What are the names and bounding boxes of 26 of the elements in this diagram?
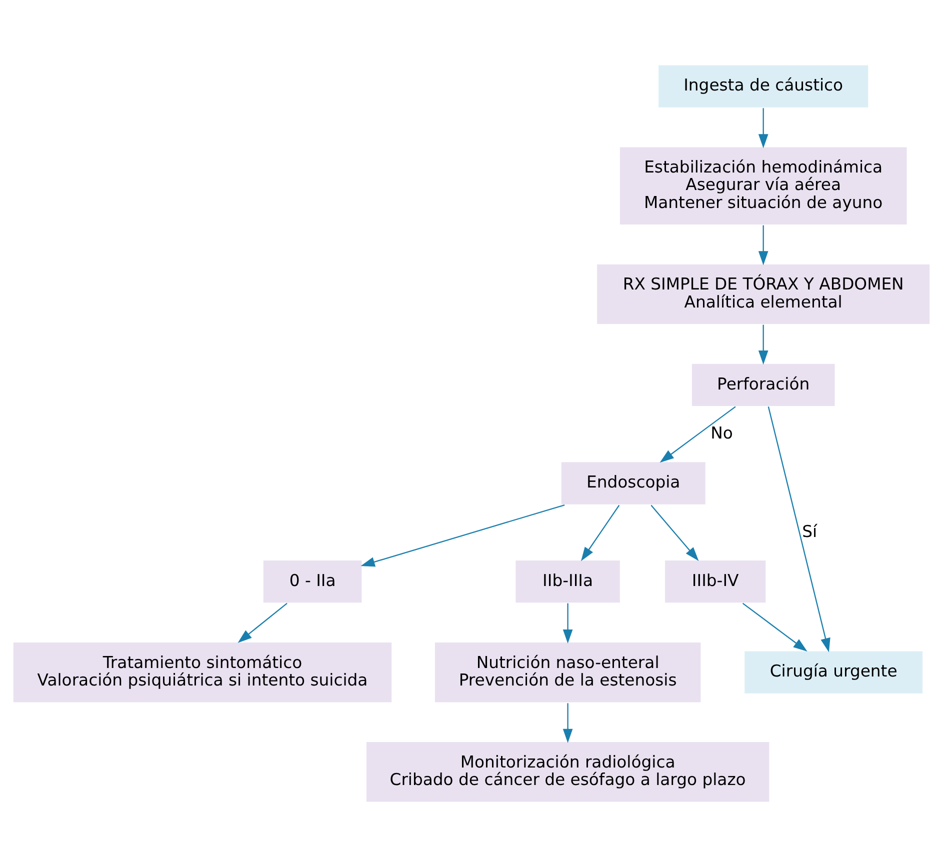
node-box: Ingesta de cáustico (657, 64, 870, 109)
arrow (758, 108, 768, 148)
arrow (660, 406, 736, 463)
arrow (768, 406, 830, 652)
edge-label: Sí (802, 522, 818, 541)
node-box: 0 - IIa (262, 559, 363, 604)
arrow (562, 603, 573, 644)
arrow (238, 602, 288, 643)
arrow (758, 225, 768, 266)
node-box: Endoscopia (560, 461, 707, 506)
arrow (650, 504, 699, 561)
arrow (758, 324, 768, 365)
arrow (360, 504, 565, 567)
node-box: Estabilización hemodinámica Asegurar vía aérea Mantener situación de ayuno (618, 146, 908, 226)
node-box: Monitorización radiológica Cribado de cáncer de esófago a largo plazo (365, 740, 770, 803)
node-box: Nutrición naso-enteral Prevención de la estenosis (434, 641, 702, 704)
node-box: IIIb-IV (664, 559, 767, 604)
node-box: Cirugía urgente (743, 650, 924, 695)
node-box: RX SIMPLE DE TÓRAX Y ABDOMEN Analítica elemental (596, 263, 931, 326)
edge-label: No (710, 423, 733, 442)
arrow (742, 602, 808, 652)
node-box: Tratamiento sintomático Valoración psiquiátrica si intento suicida (12, 641, 393, 704)
node-box: IIb-IIIa (514, 559, 622, 604)
arrow (562, 703, 573, 743)
arrow (581, 504, 620, 562)
node-box: Perforación (690, 362, 836, 408)
